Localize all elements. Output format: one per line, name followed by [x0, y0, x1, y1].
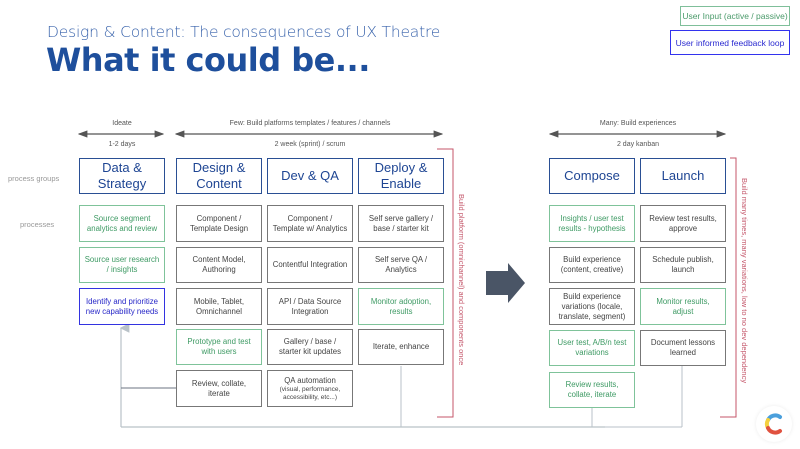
group-launch: Launch	[640, 158, 726, 194]
process-box: Monitor results, adjust	[640, 288, 726, 325]
process-box: User test, A/B/n test variations	[549, 330, 635, 366]
process-box: Identify and prioritize new capability n…	[79, 288, 165, 325]
process-text: QA automation	[284, 375, 336, 385]
row-label-processes: processes	[20, 220, 55, 229]
page-subtitle: Design & Content: The consequences of UX…	[47, 23, 441, 41]
group-dev-qa: Dev & QA	[267, 158, 353, 194]
platform-bracket-label: Build platform (omnichannel) and compone…	[457, 194, 466, 366]
platform-bracket	[437, 148, 454, 418]
process-box: Build experience variations (locale, tra…	[549, 288, 635, 325]
phase-ideate-label: Ideate	[112, 120, 132, 127]
group-data-strategy: Data & Strategy	[79, 158, 165, 194]
process-box: API / Data Source Integration	[267, 288, 353, 325]
process-box: Component / Template Design	[176, 205, 262, 242]
process-box: Source segment analytics and review	[79, 205, 165, 242]
process-box: QA automation (visual, performance, acce…	[267, 370, 353, 407]
phase-many-label: Many: Build experiences	[599, 120, 677, 127]
process-box: Self serve gallery / base / starter kit	[358, 205, 444, 242]
process-box: Build experience (content, creative)	[549, 247, 635, 283]
process-box: Insights / user test results - hypothesi…	[549, 205, 635, 242]
process-box: Contentful Integration	[267, 247, 353, 283]
process-subtext: (visual, performance, accessibility, etc…	[279, 385, 341, 401]
legend-feedback-loop: User informed feedback loop	[670, 30, 790, 55]
process-box: Component / Template w/ Analytics	[267, 205, 353, 242]
page-title: What it could be...	[46, 41, 370, 79]
process-box: Mobile, Tablet, Omnichannel	[176, 288, 262, 325]
process-box: Monitor adoption, results	[358, 288, 444, 325]
contentful-logo-icon	[756, 406, 792, 442]
process-box: Gallery / base / starter kit updates	[267, 329, 353, 365]
group-deploy-enable: Deploy & Enable	[358, 158, 444, 194]
row-label-process-groups: process groups	[8, 174, 60, 183]
process-box: Self serve QA / Analytics	[358, 247, 444, 283]
experiences-bracket-label: Build many times, many variations, low t…	[740, 178, 749, 384]
phase-few-label: Few: Build platforms templates / feature…	[229, 120, 391, 127]
process-box: Source user research / insights	[79, 247, 165, 283]
process-box: Document lessons learned	[640, 330, 726, 366]
process-box: Iterate, enhance	[358, 329, 444, 365]
group-compose: Compose	[549, 158, 635, 194]
phase-ideate-cadence: 1-2 days	[108, 141, 136, 148]
process-box: Schedule publish, launch	[640, 247, 726, 283]
process-box: Review test results, approve	[640, 205, 726, 242]
phase-many-cadence: 2 day kanban	[616, 141, 660, 148]
legend-user-input: User Input (active / passive)	[680, 6, 790, 26]
right-arrow-icon	[486, 263, 525, 303]
process-box: Review results, collate, iterate	[549, 372, 635, 408]
process-box: Review, collate, iterate	[176, 370, 262, 407]
experiences-bracket	[720, 157, 737, 418]
process-box: Content Model, Authoring	[176, 247, 262, 283]
group-design-content: Design & Content	[176, 158, 262, 194]
process-box: Prototype and test with users	[176, 329, 262, 365]
phase-few-cadence: 2 week (sprint) / scrum	[274, 141, 346, 148]
